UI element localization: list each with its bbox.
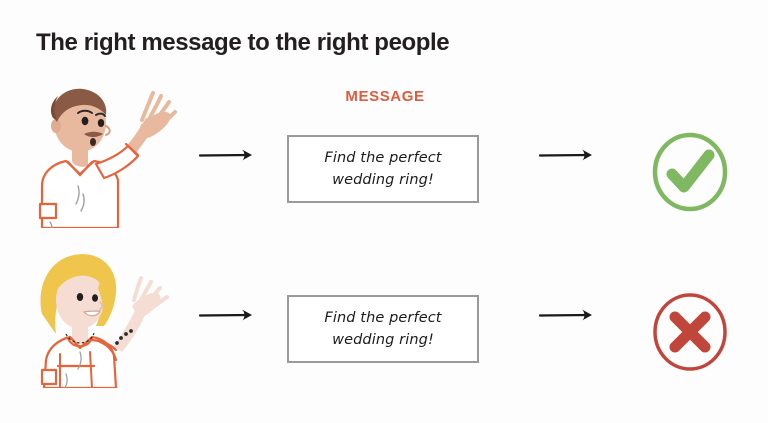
row-matching-audience: Find the perfect wedding ring! — [0, 80, 768, 230]
message-column-label: MESSAGE — [345, 88, 425, 105]
message-line-2: wedding ring! — [332, 332, 434, 348]
message-line-1: Find the perfect — [324, 149, 442, 166]
arrow-right-icon — [538, 144, 600, 166]
arrow-right-icon — [198, 144, 260, 166]
row-mismatched-audience: Find the perfect wedding ring! — [0, 240, 768, 390]
message-line-2: wedding ring! — [332, 172, 434, 188]
arrow-right-icon — [198, 304, 260, 326]
message-line-1: Find the perfect — [324, 309, 442, 326]
check-circle-icon — [648, 130, 732, 214]
message-box: Find the perfect wedding ring! — [287, 135, 479, 203]
arrow-right-icon — [538, 304, 600, 326]
cross-circle-icon — [648, 290, 732, 374]
woman-waving-illustration — [22, 242, 182, 388]
man-waving-illustration — [22, 82, 182, 228]
page-title: The right message to the right people — [36, 29, 450, 56]
message-box: Find the perfect wedding ring! — [287, 295, 479, 363]
